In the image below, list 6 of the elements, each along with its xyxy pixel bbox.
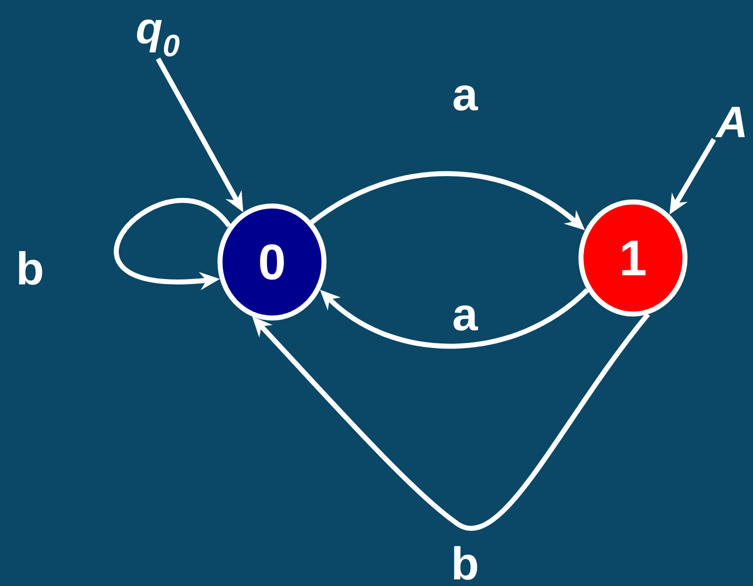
edge-label: a <box>451 84 479 112</box>
edge-label: b <box>14 250 46 286</box>
state-label: q$_{0}$ <box>137 20 180 56</box>
state-label: A <box>715 106 745 138</box>
edge-label: b <box>450 545 480 581</box>
edge-label: a <box>451 304 479 332</box>
